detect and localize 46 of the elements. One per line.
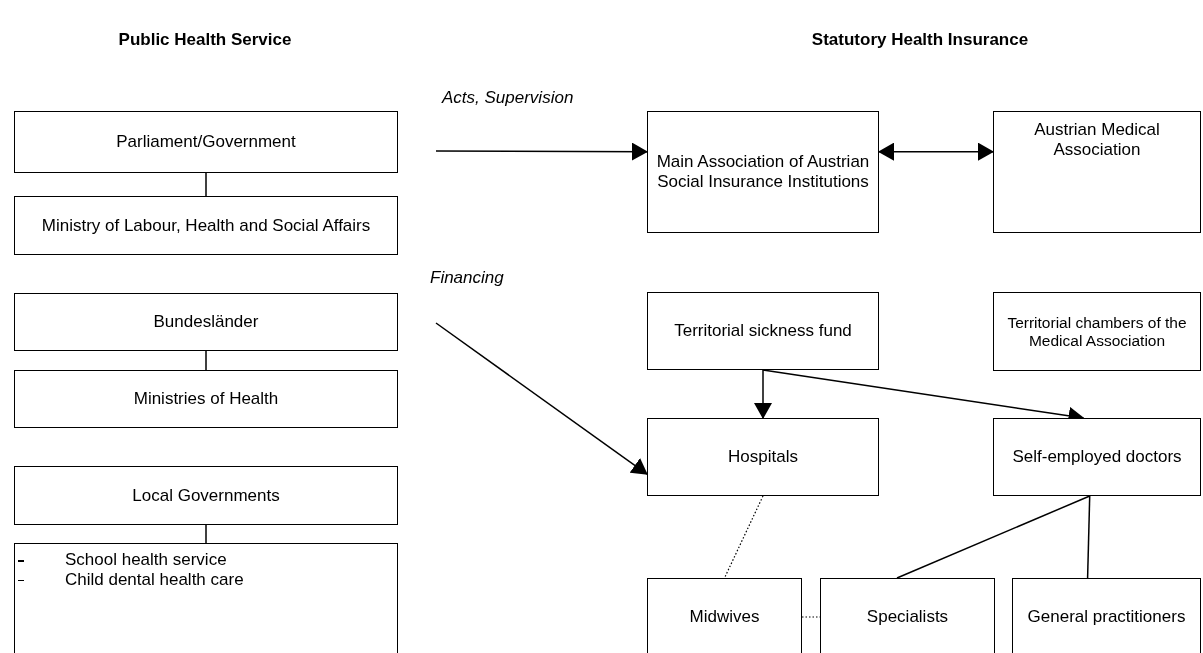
box-label: Ministry of Labour, Health and Social Affairs — [41, 215, 371, 236]
list-item: Child dental health care — [65, 569, 244, 589]
org-box — [14, 466, 398, 525]
org-box — [647, 418, 879, 496]
connector-line — [205, 172, 207, 197]
box-label: Territorial chambers of the Medical Association — [1006, 313, 1188, 350]
box-label: Hospitals — [728, 447, 798, 467]
org-box — [14, 196, 398, 255]
column-heading: Statutory Health Insurance — [811, 30, 1029, 50]
org-box — [14, 111, 398, 173]
box-label: Austrian Medical Association — [1033, 120, 1161, 160]
box-label: Main Association of Austrian Social Insurance Institutions — [655, 152, 871, 192]
box-label: Local Governments — [132, 485, 280, 506]
box-label: Ministries of Health — [133, 389, 279, 409]
arrow — [754, 369, 772, 419]
box-label: General practitioners — [1027, 607, 1186, 627]
org-box — [993, 111, 1201, 233]
box-label: Parliament/Government — [116, 132, 296, 152]
org-box — [820, 578, 995, 653]
connector-line — [896, 495, 1091, 579]
arrow — [878, 142, 994, 161]
edge-label: Financing — [430, 268, 505, 288]
org-box — [647, 292, 879, 370]
org-box — [993, 292, 1201, 371]
box-label: Self-employed doctors — [1012, 447, 1182, 467]
org-box — [14, 543, 398, 653]
org-box — [647, 578, 802, 653]
column-heading: Public Health Service — [118, 30, 292, 50]
arrow — [435, 142, 648, 161]
edge-label: Acts, Supervision — [442, 88, 575, 108]
org-box — [14, 370, 398, 428]
box-label: Midwives — [689, 607, 760, 627]
connector-line — [205, 524, 207, 544]
org-box — [647, 111, 879, 233]
box-label: Specialists — [866, 607, 949, 627]
list-item: School health service — [65, 550, 227, 569]
connector-line — [723, 495, 764, 579]
box-label: Bundesländer — [153, 312, 259, 332]
org-box — [1012, 578, 1201, 653]
box-label: Territorial sickness fund — [674, 321, 852, 341]
arrow — [435, 322, 648, 475]
connector-line — [1086, 495, 1091, 579]
org-box — [993, 418, 1201, 496]
connector-line — [801, 616, 821, 618]
connector-line — [205, 350, 207, 371]
org-box — [14, 293, 398, 351]
